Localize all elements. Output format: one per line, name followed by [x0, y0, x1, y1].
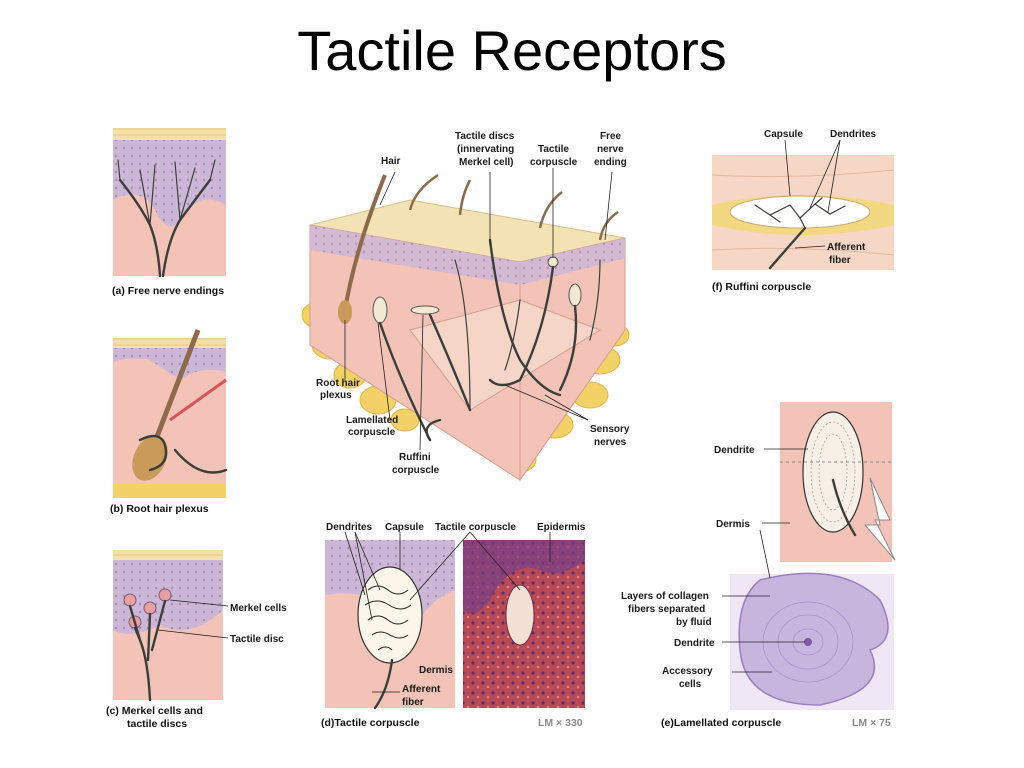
label-free-nerve-2: nerve	[597, 144, 624, 155]
panel-center-skin-block: Hair Tactile discs (innervating Merkel c…	[301, 131, 630, 482]
panel-d-caption: (d)Tactile corpuscle	[321, 717, 420, 729]
page-title: Tactile Receptors	[297, 19, 727, 82]
panel-e-magnification: LM × 75	[852, 717, 891, 729]
panel-f-ruffini-corpuscle: Capsule Dendrites Afferent fiber (f) Ruf…	[711, 129, 895, 293]
label-e-accessory-2: cells	[679, 679, 702, 690]
label-sensory-2: nerves	[594, 437, 627, 448]
panel-c-merkel-cells: Merkel cells Tactile disc (c) Merkel cel…	[106, 550, 287, 730]
panel-b-root-hair-plexus: (b) Root hair plexus	[110, 329, 228, 515]
label-f-afferent-2: fiber	[829, 255, 851, 266]
panel-d-magnification: LM × 330	[538, 717, 583, 729]
label-tactile-corpuscle-1: Tactile	[538, 144, 569, 155]
label-tactile-discs-2: (innervating	[457, 144, 514, 155]
label-e-dendrite-bottom: Dendrite	[674, 638, 715, 649]
label-tactile-discs-3: Merkel cell)	[459, 157, 513, 168]
label-d-dermis: Dermis	[419, 665, 453, 676]
panel-a-free-nerve-endings: (a) Free nerve endings	[112, 128, 226, 297]
label-f-dendrites: Dendrites	[830, 129, 877, 140]
label-e-layers-1: Layers of collagen	[621, 591, 709, 602]
label-hair: Hair	[381, 156, 401, 167]
label-e-accessory-1: Accessory	[662, 666, 713, 677]
label-d-capsule: Capsule	[385, 522, 424, 533]
panel-c-caption-line1: (c) Merkel cells and	[106, 705, 203, 717]
label-lamellated-1: Lamellated	[346, 415, 398, 426]
label-ruffini-1: Ruffini	[399, 452, 431, 463]
label-root-hair-1: Root hair	[316, 378, 360, 389]
label-f-capsule: Capsule	[764, 129, 803, 140]
label-e-layers-2: fibers separated	[628, 604, 705, 615]
panel-d-tactile-corpuscle: Dendrites Capsule Tactile corpuscle Epid…	[321, 522, 586, 729]
panel-a-caption: (a) Free nerve endings	[112, 285, 224, 297]
label-f-afferent-1: Afferent	[827, 242, 866, 253]
label-free-nerve-1: Free	[600, 131, 622, 142]
label-d-afferent-2: fiber	[402, 697, 424, 708]
label-d-tactile-corpuscle: Tactile corpuscle	[435, 522, 516, 533]
label-ruffini-2: corpuscle	[392, 465, 440, 476]
label-free-nerve-3: ending	[594, 157, 627, 168]
label-d-dendrites: Dendrites	[326, 522, 373, 533]
label-root-hair-2: plexus	[320, 390, 352, 401]
label-lamellated-2: corpuscle	[348, 427, 396, 438]
label-sensory-1: Sensory	[590, 424, 630, 435]
panel-e-caption: (e)Lamellated corpuscle	[661, 717, 781, 729]
panel-e-lamellated-corpuscle: Dendrite Dermis Layers of collagen fiber…	[621, 402, 896, 729]
label-e-layers-3: by fluid	[676, 617, 712, 628]
label-d-afferent-1: Afferent	[402, 684, 441, 695]
label-tactile-discs-1: Tactile discs	[455, 131, 515, 142]
label-tactile-disc: Tactile disc	[230, 634, 284, 645]
panel-b-caption: (b) Root hair plexus	[110, 503, 209, 515]
label-d-epidermis: Epidermis	[537, 522, 586, 533]
label-e-dendrite-top: Dendrite	[714, 445, 755, 456]
label-tactile-corpuscle-2: corpuscle	[530, 157, 578, 168]
label-merkel-cells: Merkel cells	[230, 603, 287, 614]
label-e-dermis: Dermis	[716, 519, 750, 530]
panel-c-caption-line2: tactile discs	[127, 718, 187, 730]
panel-f-caption: (f) Ruffini corpuscle	[712, 281, 811, 293]
